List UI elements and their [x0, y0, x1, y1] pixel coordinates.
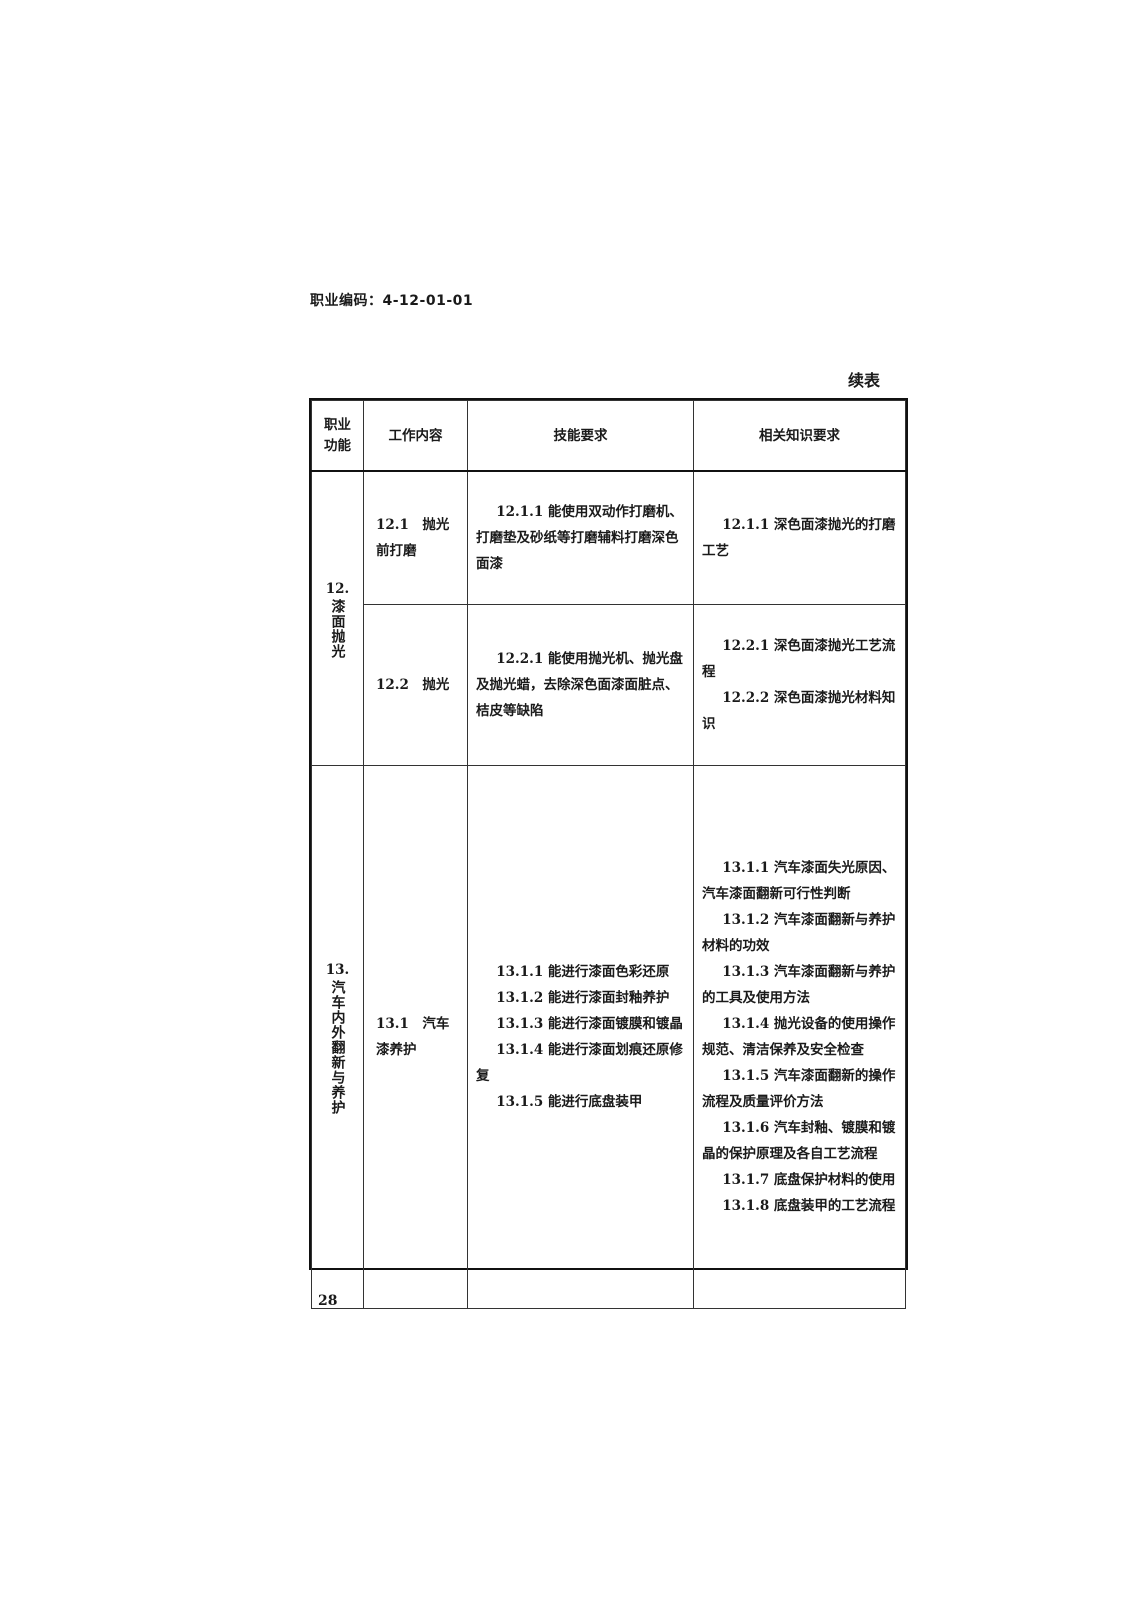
knowledge-item: 13.1.8 底盘装甲的工艺流程 [722, 1198, 896, 1214]
header-skill-requirements: 技能要求 [467, 400, 694, 472]
table-row: 12. 漆面抛光 12.1 抛光前打磨 12.1.1 能使用双动作打磨机、打磨垫… [311, 470, 906, 766]
knowledge-cell: 12.1.1 深色面漆抛光的打磨工艺 [693, 470, 906, 605]
knowledge-item: 13.1.6 汽车封釉、镀膜和镀晶的保护原理及各自工艺流程 [702, 1120, 896, 1162]
skill-item: 13.1.5 能进行底盘装甲 [496, 1094, 643, 1110]
header-function-line1: 职业 [324, 416, 351, 433]
skill-cell: 13.1.1 能进行漆面色彩还原 13.1.2 能进行漆面封釉养护 13.1.3… [467, 765, 694, 1309]
table-row: 13. 汽车内外翻新与养护 13.1 汽车漆养护 13.1.1 能进行漆面色彩还… [311, 765, 906, 1309]
skill-item: 13.1.1 能进行漆面色彩还原 [496, 964, 670, 980]
continued-label: 续表 [848, 371, 881, 390]
skill-cell: 12.2.1 能使用抛光机、抛光盘及抛光蜡，去除深色面漆面脏点、桔皮等缺陷 [467, 604, 694, 766]
knowledge-item: 13.1.2 汽车漆面翻新与养护材料的功效 [702, 912, 896, 954]
skills-table: 职业 功能 工作内容 技能要求 相关知识要求 12. 漆面抛光 12.1 抛光前… [309, 398, 908, 1309]
table-header-row: 职业 功能 工作内容 技能要求 相关知识要求 [311, 400, 906, 472]
function-number: 13. [325, 961, 350, 978]
knowledge-item: 12.1.1 深色面漆抛光的打磨工艺 [702, 517, 896, 559]
knowledge-item: 12.2.1 深色面漆抛光工艺流程 [702, 638, 896, 680]
header-knowledge-requirements: 相关知识要求 [693, 400, 906, 472]
function-title: 汽车内外翻新与养护 [329, 979, 346, 1115]
work-content-cell: 13.1 汽车漆养护 [363, 765, 468, 1309]
skill-item: 13.1.2 能进行漆面封釉养护 [496, 990, 670, 1006]
page-number: 28 [318, 1293, 338, 1309]
skill-cell: 12.1.1 能使用双动作打磨机、打磨垫及砂纸等打磨辅料打磨深色面漆 [467, 470, 694, 605]
work-content-cell: 12.2 抛光 [363, 604, 468, 766]
knowledge-cell: 12.2.1 深色面漆抛光工艺流程 12.2.2 深色面漆抛光材料知识 [693, 604, 906, 766]
work-content-cell: 12.1 抛光前打磨 [363, 470, 468, 605]
occupation-code: 职业编码：4-12-01-01 [310, 293, 474, 309]
function-title: 漆面抛光 [329, 598, 346, 659]
skill-item: 12.2.1 能使用抛光机、抛光盘及抛光蜡，去除深色面漆面脏点、桔皮等缺陷 [476, 651, 683, 719]
knowledge-item: 13.1.3 汽车漆面翻新与养护的工具及使用方法 [702, 964, 896, 1006]
knowledge-item: 13.1.4 抛光设备的使用操作规范、清洁保养及安全检查 [702, 1016, 896, 1058]
header-function: 职业 功能 [311, 400, 364, 472]
function-cell-13: 13. 汽车内外翻新与养护 [311, 765, 364, 1309]
function-number: 12. [325, 580, 350, 597]
knowledge-item: 13.1.5 汽车漆面翻新的操作流程及质量评价方法 [702, 1068, 896, 1110]
header-work-content: 工作内容 [363, 400, 468, 472]
header-function-line2: 功能 [324, 437, 351, 454]
skill-item: 13.1.3 能进行漆面镀膜和镀晶 [496, 1016, 683, 1032]
function-cell-12: 12. 漆面抛光 [311, 470, 364, 766]
skill-item: 13.1.4 能进行漆面划痕还原修复 [476, 1042, 683, 1084]
knowledge-item: 12.2.2 深色面漆抛光材料知识 [702, 690, 896, 732]
table-row: 12.2 抛光 12.2.1 能使用抛光机、抛光盘及抛光蜡，去除深色面漆面脏点、… [312, 604, 906, 766]
knowledge-item: 13.1.7 底盘保护材料的使用 [722, 1172, 896, 1188]
knowledge-cell: 13.1.1 汽车漆面失光原因、汽车漆面翻新可行性判断 13.1.2 汽车漆面翻… [693, 765, 906, 1309]
skill-item: 12.1.1 能使用双动作打磨机、打磨垫及砂纸等打磨辅料打磨深色面漆 [476, 504, 683, 572]
knowledge-item: 13.1.1 汽车漆面失光原因、汽车漆面翻新可行性判断 [702, 860, 896, 902]
